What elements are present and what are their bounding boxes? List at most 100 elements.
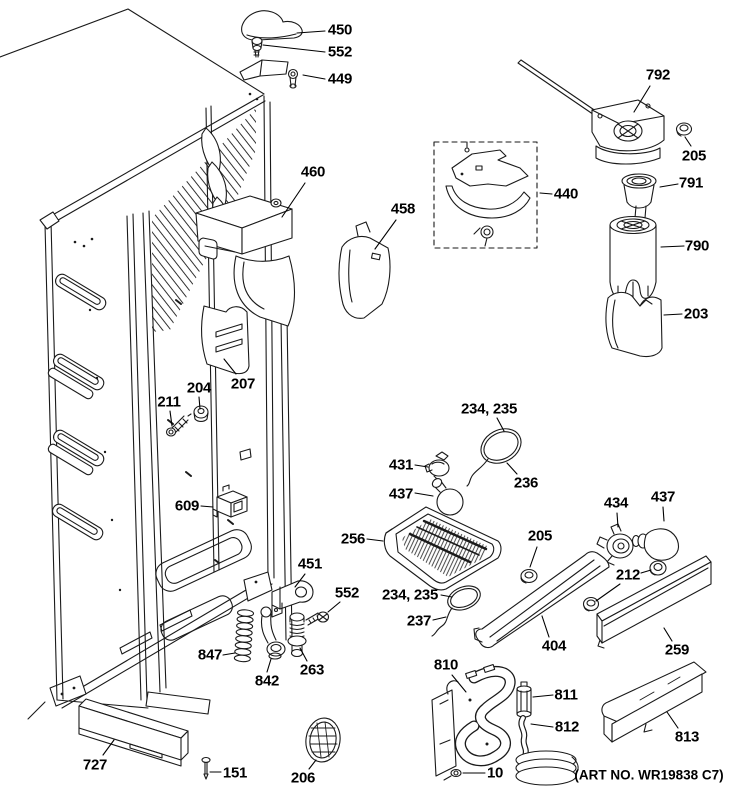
leader-line-434 [616, 512, 619, 528]
leader-line-450 [296, 30, 326, 34]
part-label-792: 792 [645, 66, 671, 84]
part-label-205-filter: 205 [681, 147, 707, 165]
part-151-screw [201, 756, 211, 780]
leader-line-205-shelf [529, 546, 538, 568]
part-label-206: 206 [290, 769, 316, 787]
part-449-hinge-bracket [239, 59, 299, 89]
part-256-quick-chill-tray [383, 506, 502, 591]
part-792-filter-head [517, 59, 665, 165]
leader-line-813 [666, 711, 679, 729]
part-label-790: 790 [684, 237, 710, 255]
part-label-449: 449 [327, 70, 353, 88]
leader-line-259 [663, 627, 673, 642]
leader-line-234-235-lower [440, 594, 453, 598]
part-458-duct-cover [338, 221, 391, 319]
part-437-bulb-center [431, 478, 464, 516]
part-205-grommet-shelf [520, 568, 538, 584]
leader-line-790 [660, 245, 685, 248]
part-label-437-socket: 437 [388, 485, 414, 503]
leader-lines [102, 30, 692, 774]
part-234-235-thermistor-lower [431, 585, 481, 637]
part-label-256: 256 [340, 530, 366, 548]
part-204-spacer [193, 405, 209, 422]
door-bin [47, 353, 105, 400]
part-259-light-cover [596, 555, 712, 649]
part-842-lever [260, 606, 286, 660]
part-label-151: 151 [222, 764, 248, 782]
part-label-204: 204 [186, 379, 212, 397]
part-206-grille [305, 717, 341, 763]
leader-line-437-lamp [662, 506, 665, 522]
leader-line-237 [432, 616, 447, 621]
part-440-control-module [433, 141, 538, 249]
part-label-259: 259 [664, 641, 690, 659]
door-bin [51, 503, 104, 541]
part-label-450: 450 [327, 21, 353, 39]
leader-line-236 [506, 462, 518, 475]
part-451-door-bracket [271, 580, 314, 618]
part-label-791: 791 [678, 174, 704, 192]
leader-line-431 [414, 464, 429, 468]
part-434-lamp-socket-right [596, 523, 634, 566]
leader-line-727 [102, 739, 115, 756]
part-431-lamp-socket [424, 451, 450, 481]
leader-line-211 [169, 410, 173, 427]
part-label-811: 811 [554, 686, 578, 704]
part-label-203: 203 [683, 305, 709, 323]
art-number-text: (ART NO. WR19838 C7) [574, 767, 724, 783]
part-234-235-thermistor-upper [466, 428, 522, 487]
leader-line-451 [294, 573, 306, 588]
part-10-screw [443, 768, 462, 781]
leader-line-552-top [262, 44, 326, 53]
part-847-spring [233, 609, 255, 663]
leader-line-437-socket [414, 492, 434, 497]
part-label-727: 727 [82, 756, 108, 774]
part-205-grommet-filter [675, 122, 693, 137]
leader-line-207 [223, 358, 237, 375]
part-203-filter-cover [605, 291, 663, 358]
leader-line-234-235-upper [496, 417, 505, 432]
part-460-air-duct [195, 195, 295, 327]
door-bin [47, 429, 105, 476]
leader-line-256 [366, 538, 384, 542]
part-label-404: 404 [541, 637, 567, 655]
leader-line-842 [266, 658, 272, 673]
part-label-552-bottom: 552 [334, 584, 360, 602]
part-label-460: 460 [300, 163, 326, 181]
leader-line-263 [299, 647, 308, 662]
part-810-water-tank [431, 664, 516, 777]
leader-line-440 [539, 192, 553, 195]
leader-line-204 [198, 396, 201, 410]
leader-line-460 [281, 182, 306, 218]
part-450-hinge-cover [241, 10, 303, 41]
part-552-screw-bottom [305, 611, 330, 626]
part-label-812: 812 [554, 718, 580, 736]
part-label-609: 609 [174, 497, 200, 515]
leader-line-791 [659, 183, 679, 188]
part-label-234-235-upper: 234, 235 [461, 400, 517, 418]
part-label-552-top: 552 [327, 43, 353, 61]
part-label-205-shelf: 205 [527, 527, 553, 545]
part-label-212: 212 [615, 566, 641, 584]
leader-line-552-bottom [327, 601, 341, 613]
part-813-cover [601, 661, 707, 743]
part-label-10: 10 [486, 764, 504, 782]
leader-line-449 [302, 74, 326, 80]
part-label-451: 451 [297, 555, 323, 573]
leader-line-458 [374, 219, 397, 250]
leader-line-212 [595, 583, 621, 602]
part-label-440: 440 [553, 185, 579, 203]
leader-line-812 [530, 723, 554, 728]
leader-line-609 [200, 505, 214, 508]
leader-line-792 [633, 85, 651, 113]
part-811-inline-filter [516, 681, 532, 718]
part-437-bulb-right [631, 528, 680, 561]
part-label-211: 211 [157, 393, 181, 411]
leader-line-404 [541, 615, 550, 638]
part-727-kickplate [78, 698, 189, 767]
part-label-847: 847 [197, 646, 223, 664]
part-label-263: 263 [299, 661, 325, 679]
part-label-207: 207 [230, 375, 256, 393]
